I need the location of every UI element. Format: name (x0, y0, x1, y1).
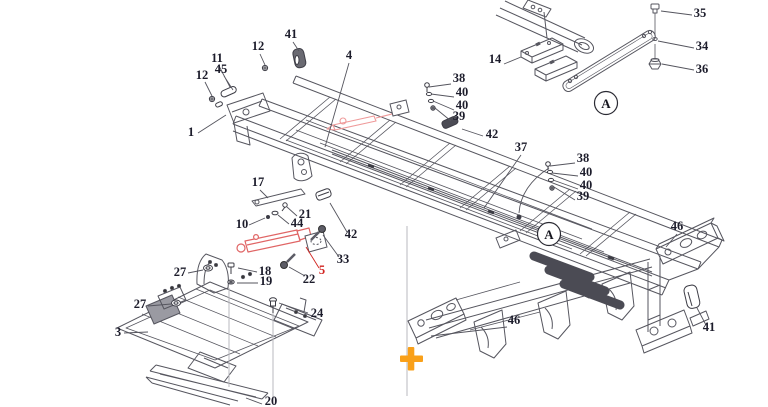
callout-label: 38 (453, 71, 466, 85)
callout-label: 12 (252, 39, 265, 53)
leader-line-highlighted (305, 246, 320, 269)
callout-label: 1 (188, 125, 194, 139)
callout-label: 44 (291, 216, 304, 230)
detail-marker-a-circle (593, 90, 619, 116)
callout-label: 4 (346, 48, 353, 62)
hydraulic-cylinder-5 (236, 227, 312, 253)
callout-label: 19 (260, 274, 273, 288)
callout-label: 45 (215, 62, 228, 76)
callout-label: 3 (115, 325, 121, 339)
callout-label: 27 (134, 297, 147, 311)
callout-label: 40 (456, 98, 469, 112)
callout-label: 40 (580, 165, 593, 179)
detail-marker-a-circle (536, 221, 562, 247)
callout-label: 38 (577, 151, 590, 165)
callout-label: 39 (577, 189, 590, 203)
callout-label: 46 (508, 313, 521, 327)
callout-label: 42 (486, 127, 499, 141)
callout-label: 12 (196, 68, 209, 82)
detail-marker-a: A (544, 227, 554, 242)
callout-label: 36 (696, 62, 709, 76)
cursor-crosshair-icon (400, 347, 423, 371)
callout-label: 40 (580, 178, 593, 192)
detail-a-assembly (495, 0, 662, 93)
leader-lines (123, 10, 707, 405)
callout-label: 35 (694, 6, 707, 20)
callout-label: 17 (252, 175, 265, 189)
callout-label: 33 (337, 252, 350, 266)
callout-label: 24 (311, 306, 324, 320)
callout-label: 42 (345, 227, 358, 241)
callout-label: 41 (703, 320, 716, 334)
callout-label: 41 (285, 27, 298, 41)
callout-label-highlighted: 5 (319, 263, 325, 277)
callout-label: 20 (265, 394, 278, 407)
callout-label: 39 (453, 109, 466, 123)
detail-markers: A A (536, 90, 619, 247)
callout-labels: 11 12 45 12 41 4 14 38 40 40 39 42 35 34… (115, 6, 715, 407)
callout-label: 37 (515, 140, 528, 154)
callout-label: 21 (299, 207, 312, 221)
cylinder-mount-hardware (280, 99, 410, 269)
callout-label: 27 (174, 265, 187, 279)
subframe-assembly (116, 253, 323, 406)
callout-label: 46 (671, 219, 684, 233)
callout-label: 11 (211, 51, 223, 65)
long-leader-lines (228, 226, 408, 399)
hardware-fasteners (171, 48, 701, 313)
roller-bars (529, 251, 625, 310)
callout-label: 40 (456, 85, 469, 99)
main-frame (226, 75, 723, 296)
callout-label: 22 (303, 272, 316, 286)
callout-label: 10 (236, 217, 249, 231)
callout-label: 18 (259, 264, 272, 278)
callout-label: 14 (489, 52, 502, 66)
callout-label: 34 (696, 39, 709, 53)
detail-marker-a: A (601, 96, 611, 111)
